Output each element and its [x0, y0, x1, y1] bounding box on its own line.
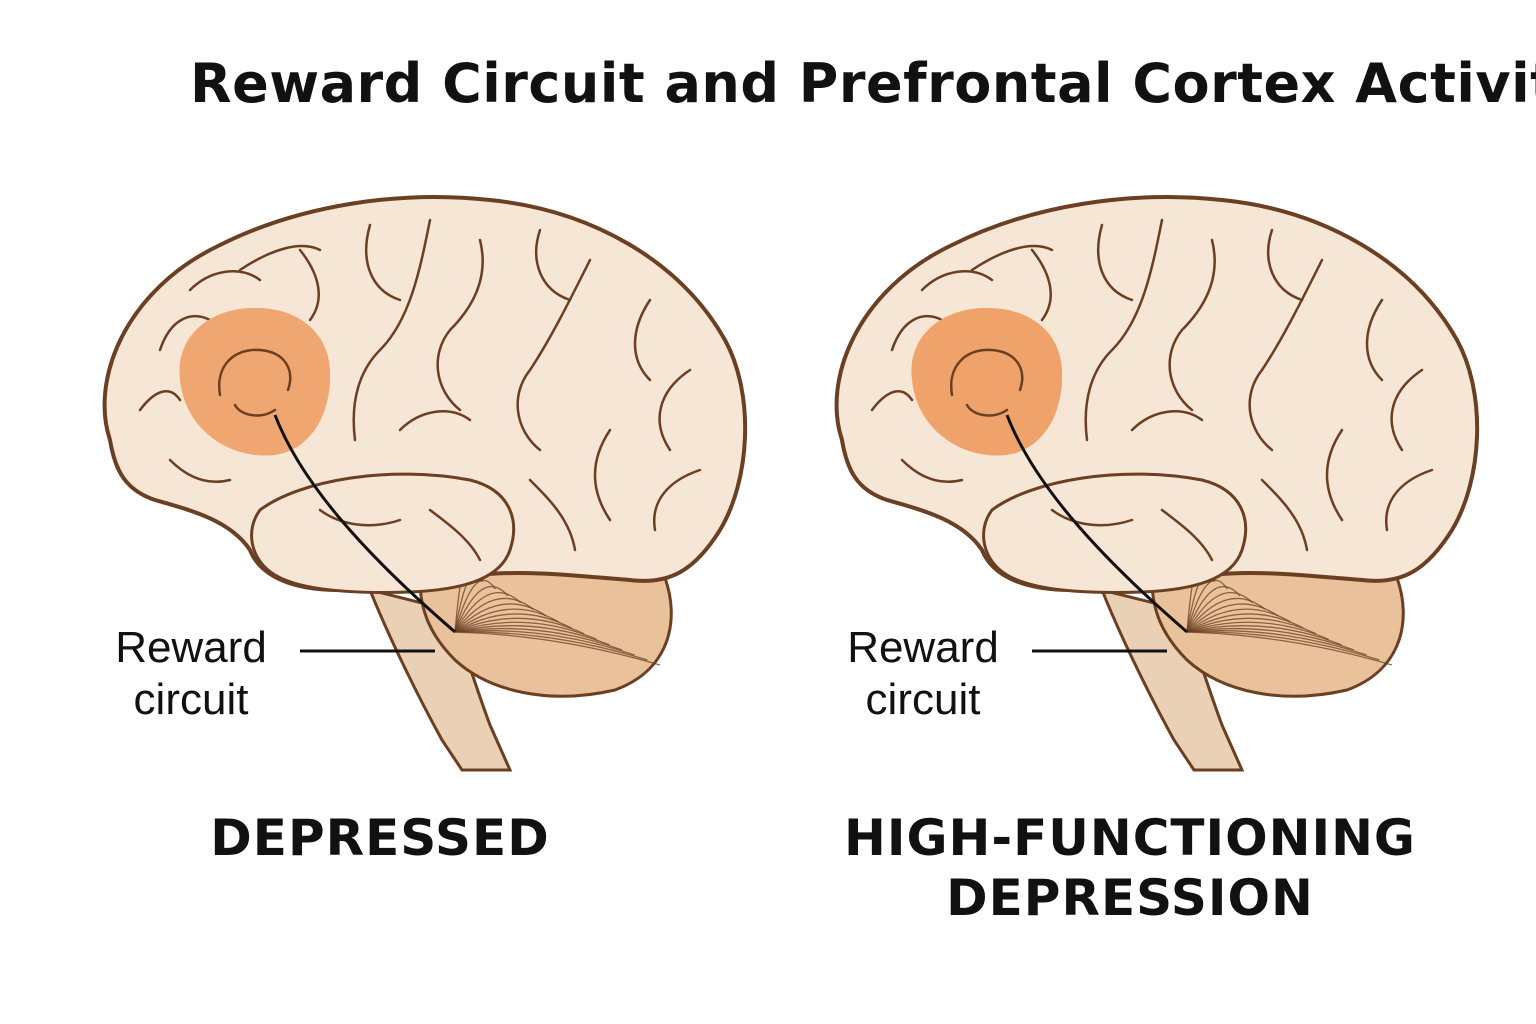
cerebellum-folium	[454, 592, 522, 633]
cerebellum-folium	[454, 585, 509, 633]
cerebellum-folium	[454, 579, 496, 633]
cerebellum-folium	[454, 631, 648, 661]
caption-depressed: DEPRESSED	[210, 809, 550, 867]
cerebellum-folium	[454, 617, 585, 635]
gyrus-fold	[1168, 238, 1216, 412]
cerebellum-folium	[454, 603, 547, 633]
gyrus-fold	[1097, 223, 1134, 302]
gyrus-fold	[168, 458, 232, 484]
gyrus-fold	[138, 390, 182, 412]
reward-circuit-label: Reward circuit	[828, 622, 1018, 726]
caption-line1: HIGH-FUNCTIONING	[844, 809, 1416, 867]
gyrus-fold	[318, 508, 402, 527]
cerebellum-folium	[1186, 627, 1355, 651]
caption-line2: DEPRESSION	[946, 869, 1314, 927]
gyrus-fold	[920, 270, 994, 292]
gyri-folds	[138, 218, 702, 562]
cerebellum-folium	[1186, 579, 1228, 633]
cerebellum-folium	[454, 621, 597, 640]
cerebellum-folium	[454, 625, 610, 646]
gyrus-fold	[535, 228, 572, 302]
cortex	[834, 195, 1480, 593]
gyrus-fold	[1248, 258, 1324, 452]
prefrontal-highlight	[179, 307, 331, 456]
gyrus-fold	[1267, 228, 1304, 302]
gyrus-fold	[593, 428, 612, 522]
cerebellum-folium	[454, 630, 635, 656]
cerebellum-folium	[1186, 613, 1304, 633]
gyrus-fold	[1384, 468, 1434, 532]
gyrus-fold	[1050, 508, 1134, 527]
gyrus-fold	[1260, 478, 1309, 552]
reward-circuit-label: Reward circuit	[96, 622, 286, 726]
cerebellum-folium	[454, 597, 534, 633]
cerebellum-folium	[1186, 608, 1291, 633]
page-title: Reward Circuit and Prefrontal Cortex Act…	[190, 52, 1536, 115]
brain-illustration-depressed	[102, 195, 748, 772]
prefrontal-highlight	[911, 307, 1063, 456]
gyrus-fold	[188, 270, 262, 292]
gyrus-fold	[1160, 508, 1214, 562]
gyrus-fold	[970, 244, 1054, 272]
cerebellum-folium	[1186, 617, 1317, 635]
cerebellum-folium	[1186, 585, 1241, 633]
gyrus-fold	[1390, 368, 1424, 452]
reward-circuit-pointer-line	[1005, 414, 1188, 634]
cerebellum-folium	[1186, 597, 1266, 633]
gyrus-fold	[436, 238, 484, 412]
gyrus-fold	[633, 298, 652, 382]
gyrus-fold	[1325, 428, 1344, 522]
gyrus-fold	[1030, 248, 1052, 322]
gyrus-fold	[1130, 410, 1204, 432]
reward-circuit-label-line1: Reward	[847, 623, 999, 672]
gyrus-fold	[428, 508, 482, 562]
gyrus-fold	[365, 223, 402, 302]
gyrus-fold	[870, 390, 914, 412]
reward-circuit-label-line2: circuit	[865, 675, 981, 724]
cerebellum-folium	[1186, 631, 1393, 666]
cerebellum-folium	[454, 627, 623, 651]
gyrus-fold	[238, 244, 322, 272]
caption-high-functioning-depression: HIGH-FUNCTIONING DEPRESSION	[830, 808, 1430, 928]
gyrus-fold	[398, 410, 472, 432]
gyrus-fold	[658, 368, 692, 452]
gyrus-fold	[298, 248, 320, 322]
gyrus-fold	[1365, 298, 1384, 382]
cerebellum-folium	[454, 631, 661, 666]
reward-circuit-label-line1: Reward	[115, 623, 267, 672]
cerebellum-folium	[1186, 625, 1342, 646]
cerebellum-folium	[1186, 621, 1329, 640]
cerebellum-folium	[454, 613, 572, 633]
gyrus-fold	[1084, 218, 1164, 442]
gyrus-fold	[352, 218, 432, 442]
temporal-lobe	[250, 472, 516, 594]
reward-circuit-label-line2: circuit	[133, 675, 249, 724]
gyrus-fold	[900, 458, 964, 484]
gyrus-fold	[652, 468, 702, 532]
temporal-lobe	[982, 472, 1248, 594]
cortex	[102, 195, 748, 593]
gyrus-fold	[516, 258, 592, 452]
gyri-folds	[870, 218, 1434, 562]
brain-illustration-high-functioning	[834, 195, 1480, 772]
gyrus-fold	[890, 315, 944, 352]
cerebellum-folium	[1186, 631, 1380, 661]
cerebellum-folium	[1186, 630, 1367, 656]
cerebellum-folium	[454, 608, 559, 633]
cerebellum-folium	[1186, 603, 1279, 633]
reward-circuit-pointer-line	[273, 414, 456, 634]
prefrontal-gyrus	[949, 348, 1024, 417]
prefrontal-gyrus	[217, 348, 292, 417]
cerebellum-folium	[1186, 592, 1254, 633]
gyrus-fold	[158, 315, 212, 352]
gyrus-fold	[528, 478, 577, 552]
